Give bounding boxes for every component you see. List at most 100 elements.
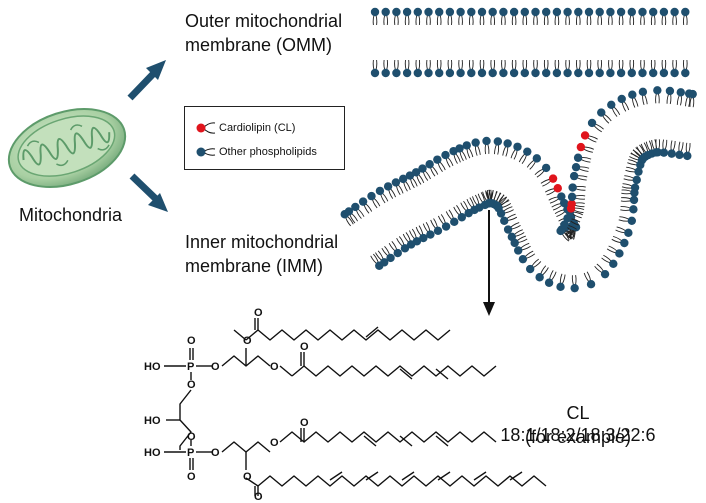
omm-lipid-head-outer — [392, 7, 401, 17]
imm-lipid-head-outer — [426, 230, 435, 239]
imm-lipid-head-inner — [383, 182, 393, 191]
imm-lipid-head-outer — [629, 205, 638, 214]
imm-lipid-head-inner — [375, 186, 385, 196]
imm-lipid-head-inner — [471, 138, 480, 147]
atom-o-9: O — [187, 471, 196, 483]
imm-lipid-head-outer — [659, 148, 669, 157]
imm-lipid-head-outer — [615, 249, 624, 258]
imm-bilayer — [340, 86, 697, 293]
imm-lipid-head-outer — [380, 258, 389, 267]
imm-lipid-head-inner — [418, 164, 427, 173]
imm-lipid-head-inner — [567, 192, 577, 202]
omm-lipid-head-outer — [456, 7, 465, 17]
omm-lipid-head-inner — [499, 68, 508, 78]
atom-o-6: O — [270, 361, 279, 373]
omm-lipid-head-inner — [402, 68, 412, 78]
imm-lipid-head-inner — [493, 137, 503, 146]
omm-lipid-head-outer — [488, 7, 497, 17]
atom-o-11: O — [270, 437, 279, 449]
imm-lipid-head-outer — [450, 217, 459, 227]
imm-lipid-head-inner — [563, 214, 572, 223]
imm-lipid-head-inner — [569, 171, 579, 181]
imm-lipid-head-outer — [433, 226, 443, 236]
imm-lipid-head-outer — [386, 253, 395, 263]
imm-cardiolipin-head — [548, 174, 558, 183]
atom-o-7: O — [300, 341, 309, 353]
imm-lipid-head-outer — [393, 248, 402, 258]
imm-lipid-head-outer — [634, 167, 643, 176]
imm-lipid-head-inner — [607, 100, 616, 109]
omm-lipid-head-inner — [520, 68, 529, 78]
imm-lipid-head-inner — [638, 87, 648, 97]
arrow-to-omm — [127, 60, 166, 101]
imm-label-line2: membrane (IMM) — [185, 256, 324, 276]
omm-lipid-head-outer — [370, 7, 380, 17]
atom-ho-1: HO — [144, 361, 161, 373]
imm-label-line1: Inner mitochondrial — [185, 232, 339, 252]
omm-lipid-head-outer — [381, 7, 390, 17]
structure-caption-line1: CL 18:1/18:2/18:3/22:6 — [500, 403, 656, 445]
omm-lipid-head-inner — [477, 68, 487, 78]
omm-lipid-head-inner — [435, 68, 444, 78]
imm-lipid-head-outer — [544, 278, 554, 287]
imm-lipid-head-inner — [425, 160, 434, 169]
atom-o-1: O — [187, 335, 196, 347]
imm-lipid-head-inner — [462, 141, 471, 150]
omm-lipid-head-inner — [445, 68, 455, 78]
imm-lipid-head-outer — [514, 246, 523, 255]
imm-lipid-head-inner — [573, 153, 583, 162]
imm-lipid-head-inner — [688, 89, 697, 99]
phospholipid-icon — [196, 147, 216, 157]
omm-lipid-head-outer — [574, 7, 583, 17]
imm-lipid-head-inner — [523, 147, 532, 156]
imm-cardiolipin-head — [580, 131, 590, 140]
imm-lipid-head-inner — [628, 90, 637, 99]
atom-p-2: P — [187, 447, 194, 459]
atom-o-10: O — [211, 447, 220, 459]
imm-lipid-head-inner — [398, 174, 408, 184]
imm-lipid-head-inner — [560, 220, 569, 229]
imm-lipid-head-outer — [400, 244, 410, 253]
omm-lipid-head-outer — [552, 7, 562, 17]
imm-lipid-head-outer — [525, 264, 535, 274]
imm-lipid-head-outer — [556, 282, 565, 292]
omm-lipid-head-outer — [499, 7, 508, 17]
imm-lipid-head-inner — [665, 86, 675, 96]
atom-o-12: O — [300, 417, 309, 429]
omm-lipid-head-inner — [584, 68, 594, 78]
omm-bilayer — [370, 7, 690, 78]
imm-lipid-head-inner — [482, 136, 491, 146]
imm-lipid-head-outer — [600, 269, 610, 279]
imm-lipid-head-inner — [441, 150, 450, 160]
imm-lipid-head-inner — [405, 171, 415, 180]
imm-lipid-head-inner — [559, 198, 569, 208]
imm-lipid-head-inner — [653, 86, 662, 95]
imm-lipid-head-inner — [587, 118, 597, 128]
imm-lipid-head-outer — [653, 148, 663, 157]
mitochondria-label: Mitochondria — [19, 205, 123, 225]
omm-lipid-head-inner — [488, 68, 497, 78]
atom-ho-3: HO — [144, 447, 161, 459]
omm-lipid-head-outer — [424, 7, 433, 17]
omm-lipid-head-outer — [616, 7, 626, 17]
imm-lipid-head-outer — [419, 233, 428, 243]
omm-lipid-head-outer — [659, 7, 669, 17]
imm-lipid-head-outer — [630, 183, 640, 192]
omm-lipid-head-inner — [542, 68, 551, 78]
omm-lipid-head-inner — [670, 68, 679, 78]
imm-lipid-head-outer — [518, 254, 528, 264]
atom-o-2: O — [187, 379, 196, 391]
omm-lipid-head-outer — [670, 7, 679, 17]
imm-lipid-head-outer — [675, 150, 684, 160]
imm-lipid-head-outer — [412, 237, 422, 246]
imm-lipid-head-outer — [620, 238, 629, 248]
imm-lipid-head-inner — [571, 162, 581, 172]
omm-lipid-head-outer — [649, 7, 658, 17]
imm-lipid-head-outer — [510, 238, 519, 248]
omm-lipid-head-outer — [595, 7, 604, 17]
imm-lipid-head-outer — [629, 195, 639, 205]
atom-o-4: O — [243, 335, 252, 347]
imm-lipid-head-outer — [627, 216, 636, 225]
